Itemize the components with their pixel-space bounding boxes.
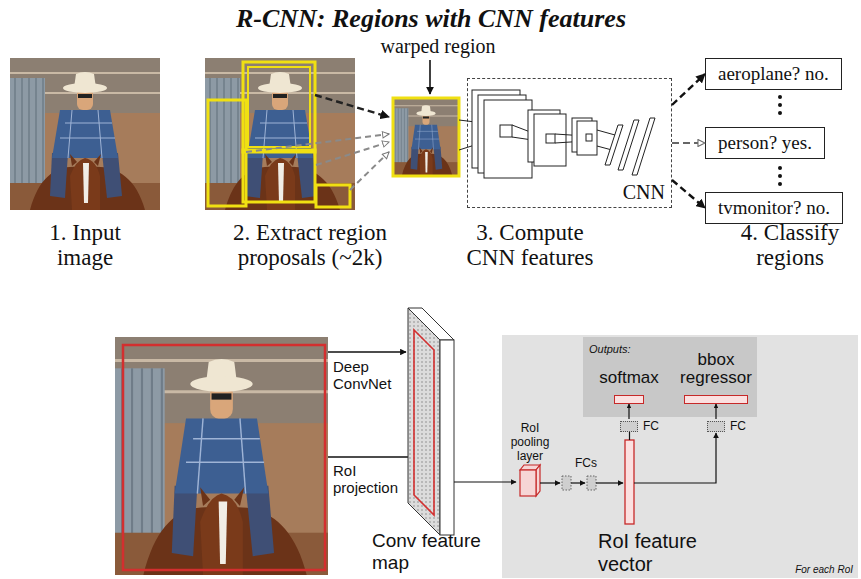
- layer-name: FC: [730, 419, 746, 433]
- vector-to-fc-line: [629, 432, 630, 440]
- cnn-layers: [632, 118, 655, 175]
- cnn-layers: [500, 125, 512, 137]
- ellipsis-dots: [778, 95, 782, 99]
- outputs-panel: Outputs: softmax bbox regressor: [583, 337, 757, 417]
- roi-box: [123, 345, 325, 570]
- cnn-label: CNN: [623, 181, 665, 204]
- cnn-layers: [597, 130, 615, 135]
- bbox-regressor-output: bbox regressor: [674, 351, 758, 404]
- layer-label: FCs: [575, 456, 597, 470]
- roi-pooling-box: [520, 470, 536, 496]
- arrow-label: RoI projection: [333, 462, 405, 497]
- class-output-box: aeroplane? no.: [705, 58, 842, 90]
- ellipsis-dots: [778, 166, 782, 170]
- ellipsis-dots: [778, 111, 782, 115]
- cnn-layers: [586, 134, 592, 141]
- flow-arrow: [628, 404, 629, 419]
- region-proposal-boxes: [208, 100, 246, 206]
- class-output-box: person? yes.: [705, 127, 825, 159]
- cnn-layers: [534, 114, 566, 166]
- proposal-arrows: [350, 152, 389, 190]
- projection-arrow: [328, 456, 421, 457]
- roi-feature-vector-bar: [625, 440, 634, 524]
- arrow-label: Deep ConvNet: [333, 358, 399, 393]
- conv-feature-map: [408, 308, 440, 535]
- region-proposal-boxes: [243, 150, 315, 202]
- flow-arrow: [715, 404, 716, 419]
- proposal-arrows: [316, 142, 389, 165]
- cnn-layers: [577, 121, 597, 155]
- region-proposal-boxes: [316, 185, 350, 207]
- step-label: 3. Compute CNN features: [458, 220, 603, 271]
- fc-layer-box: [620, 421, 638, 432]
- output-bar: [684, 395, 748, 404]
- fc-arrow: [571, 482, 585, 483]
- input-photo: [10, 58, 160, 210]
- pointer-label: warped region: [381, 35, 496, 58]
- fc-layer: FC: [707, 419, 746, 433]
- proposal-arrows: [315, 95, 389, 117]
- fc-layer: FC: [620, 419, 659, 433]
- diagram-title: R-CNN: Regions with CNN features: [236, 4, 626, 34]
- cnn-layers: [605, 125, 623, 165]
- cnn-layers: [546, 134, 555, 143]
- panel-note: For each RoI: [795, 564, 853, 575]
- step-label: 1. Input image: [30, 220, 140, 271]
- output-name: softmax: [599, 369, 659, 388]
- ellipsis-dots: [778, 103, 782, 107]
- output-name: bbox regressor: [674, 351, 758, 388]
- class-output-text: person? yes.: [718, 132, 812, 154]
- layer-label: RoI pooling layer: [507, 421, 553, 463]
- feature-map-label: Conv feature map: [372, 530, 482, 574]
- class-output-text: aeroplane? no.: [718, 63, 829, 85]
- warped-region-photo: [393, 98, 459, 176]
- fc-arrow: [596, 482, 623, 483]
- conv-feature-map: [408, 308, 454, 535]
- proposal-arrows: [246, 95, 389, 190]
- layer-name: FC: [643, 419, 659, 433]
- flow-arrow: [672, 74, 705, 105]
- output-bar: [614, 395, 644, 404]
- region-proposal-boxes: [248, 67, 310, 147]
- step-label: 2. Extract region proposals (~2k): [223, 220, 398, 271]
- conv-feature-map: [414, 330, 434, 515]
- region-proposal-boxes: [243, 62, 315, 152]
- pool-arrow: [454, 481, 516, 482]
- roi-pooling-box: [520, 465, 540, 496]
- ellipsis-dots: [778, 174, 782, 178]
- fc-layer-box: [587, 476, 596, 490]
- step-label: 4. Classify regions: [725, 220, 855, 271]
- cnn-layers: [459, 90, 655, 178]
- fc-layer-box: [562, 476, 571, 490]
- roi-photo: [115, 337, 328, 575]
- flow-arrow: [672, 180, 705, 208]
- proposal-photo: [205, 58, 355, 210]
- conv-feature-map: [440, 340, 454, 535]
- class-output-text: tvmonitor? no.: [718, 197, 830, 219]
- warped-region-frame: [393, 98, 459, 176]
- panel-heading: Outputs:: [589, 343, 631, 355]
- convnet-arrow: [328, 351, 406, 352]
- region-proposal-boxes: [208, 62, 350, 207]
- fc-layer-box: [707, 421, 725, 432]
- flow-arrow: [672, 142, 705, 144]
- feature-vector-label: RoI feature vector: [598, 530, 728, 576]
- class-output-box: tvmonitor? no.: [705, 192, 843, 224]
- fc-arrow: [540, 482, 560, 483]
- ellipsis-dots: [778, 182, 782, 186]
- warped-region-pointer: [429, 60, 431, 94]
- softmax-output: softmax: [599, 369, 659, 404]
